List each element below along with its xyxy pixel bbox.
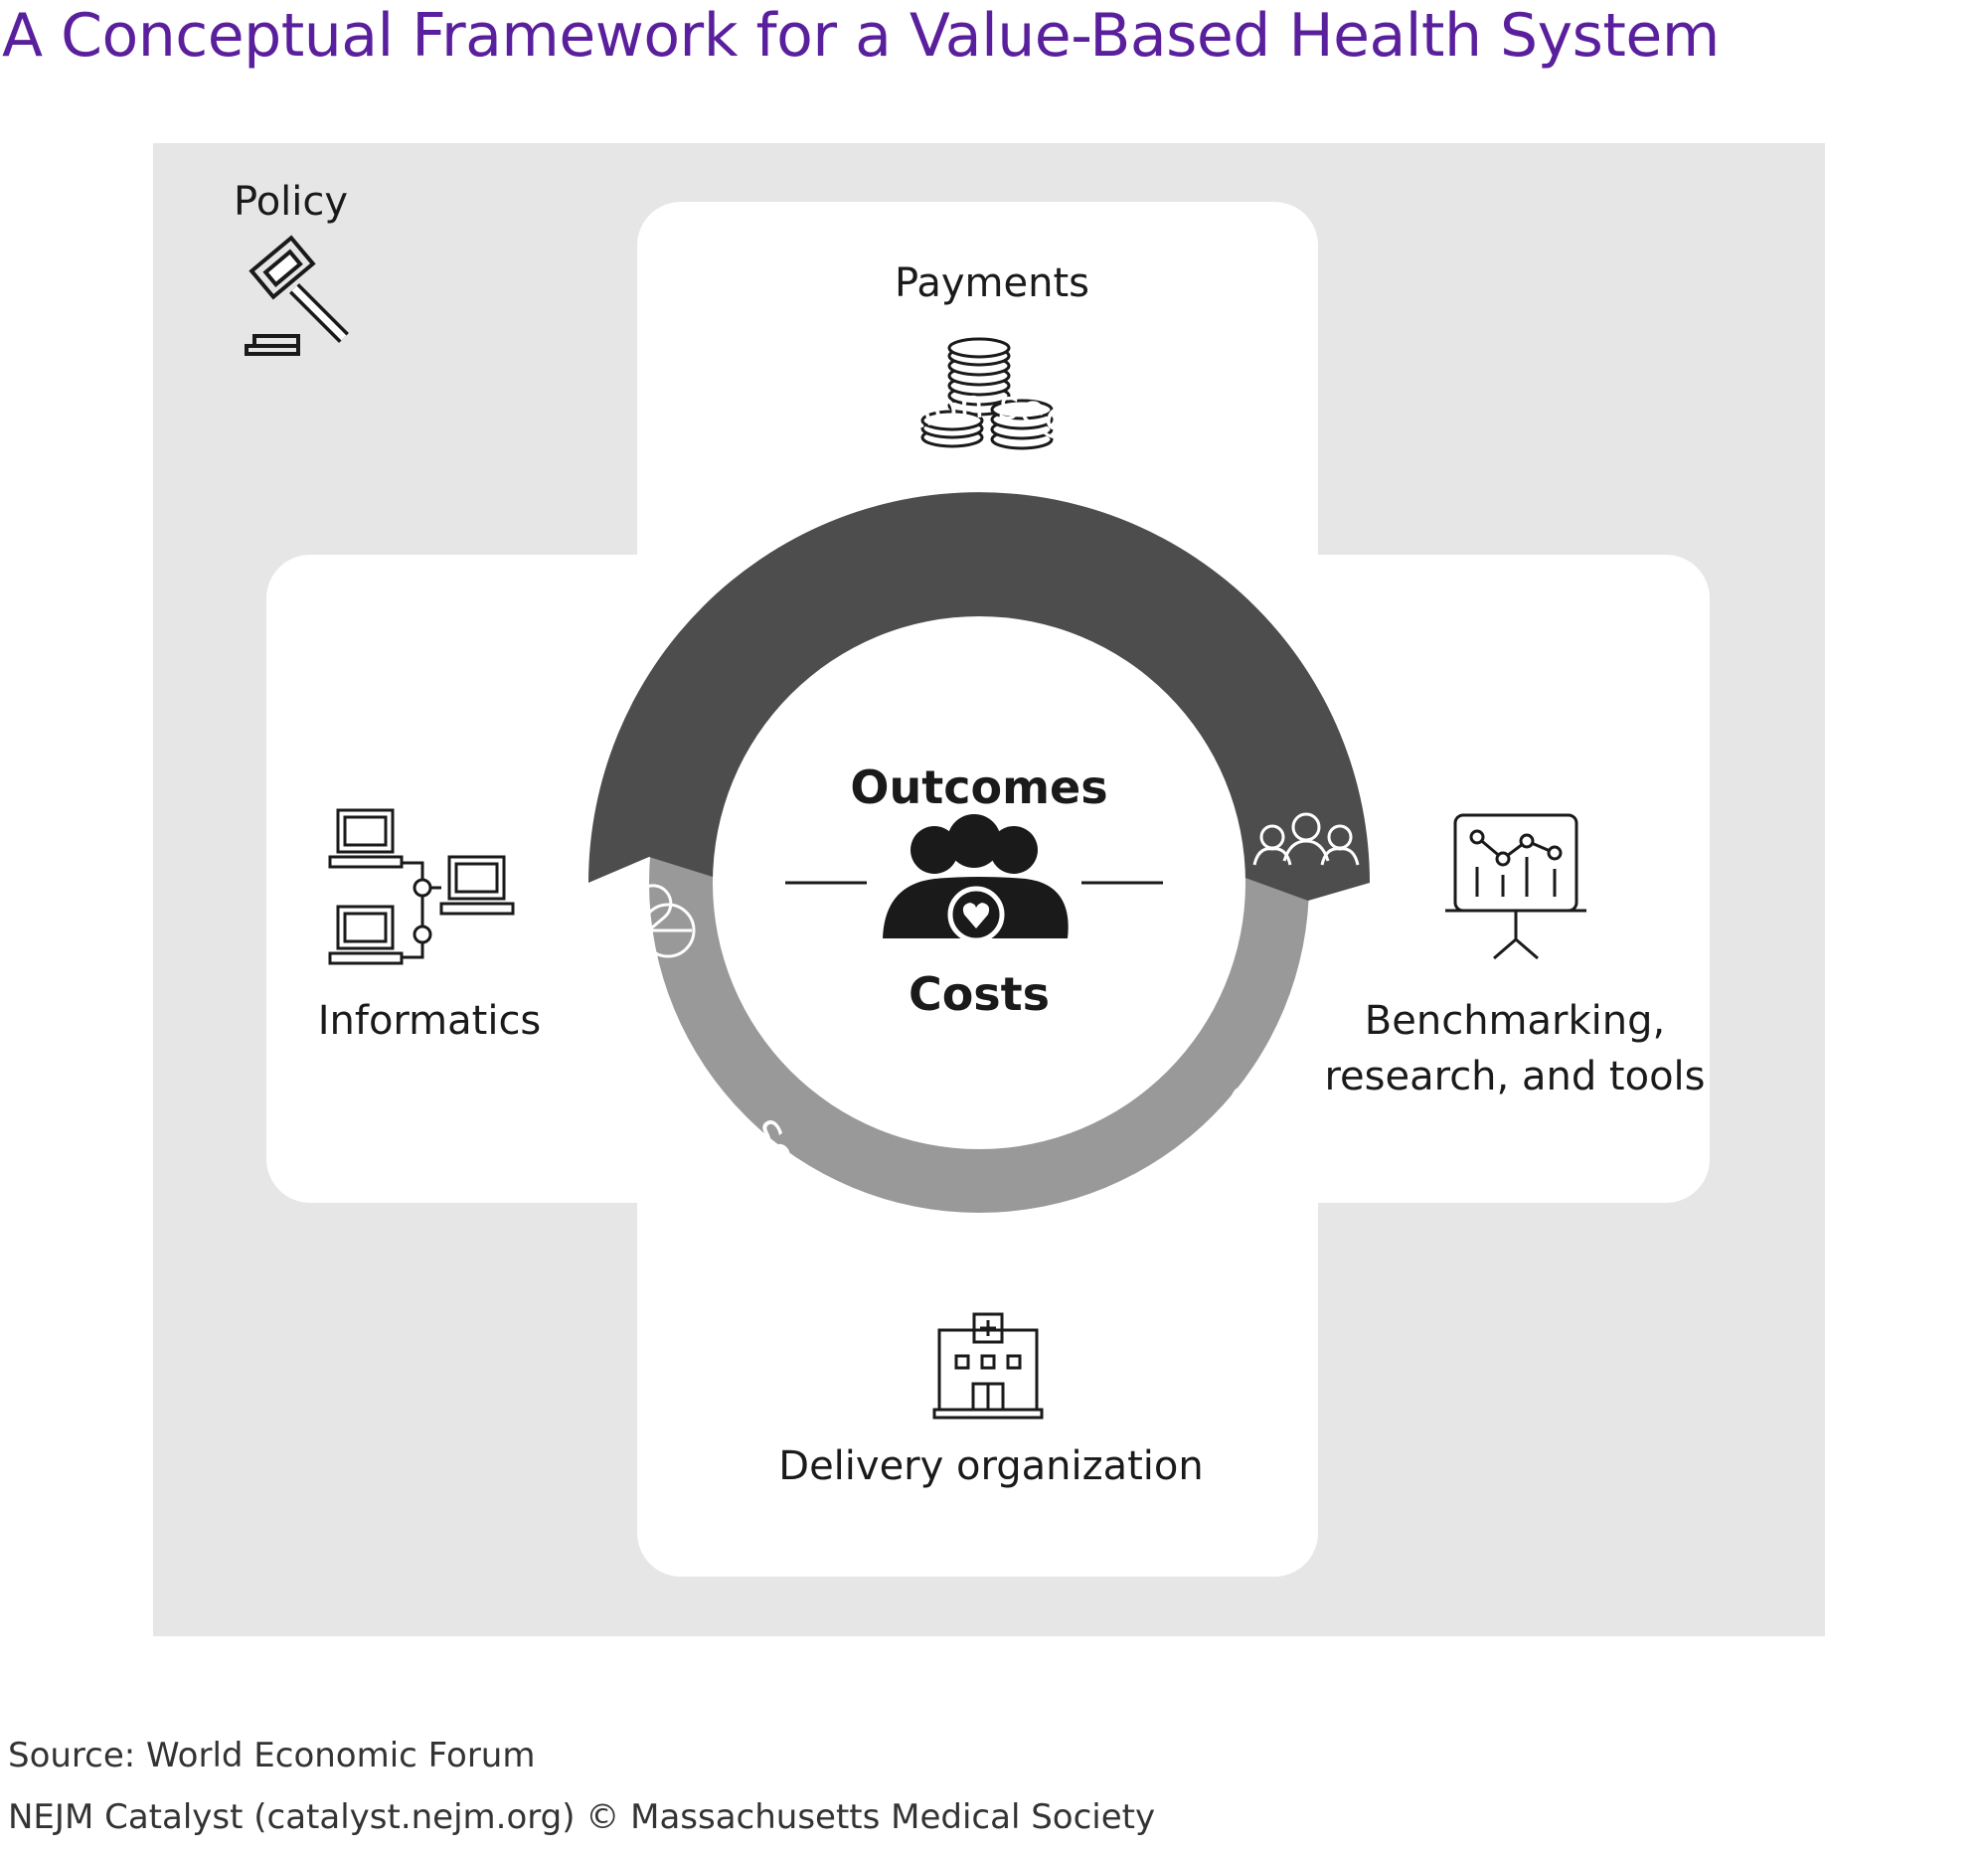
population-band <box>588 492 1370 901</box>
payments-label: Payments <box>895 260 1089 306</box>
patient-group-heart-icon <box>883 814 1069 943</box>
benchmarking-label-line1: Benchmarking, <box>1365 998 1665 1044</box>
source-note: Source: World Economic Forum <box>8 1736 536 1775</box>
group-of-people-icon <box>1252 812 1360 866</box>
outcomes-label: Outcomes <box>850 760 1107 814</box>
page-title: A Conceptual Framework for a Value-Based… <box>2 1 1720 71</box>
pill-icon <box>599 884 696 958</box>
coin-stacks-icon <box>920 337 1054 450</box>
delivery-label: Delivery organization <box>778 1443 1203 1489</box>
hospital-icon <box>932 1312 1044 1420</box>
networked-computers-icon <box>328 808 515 965</box>
benchmarking-label-line2: research, and tools <box>1324 1054 1705 1099</box>
presentation-chart-icon <box>1445 813 1586 960</box>
costs-label: Costs <box>909 967 1050 1021</box>
gavel-icon <box>245 235 349 356</box>
credit-note: NEJM Catalyst (catalyst.nejm.org) © Mass… <box>8 1797 1156 1837</box>
policy-label: Policy <box>234 179 348 225</box>
informatics-label: Informatics <box>318 998 542 1044</box>
